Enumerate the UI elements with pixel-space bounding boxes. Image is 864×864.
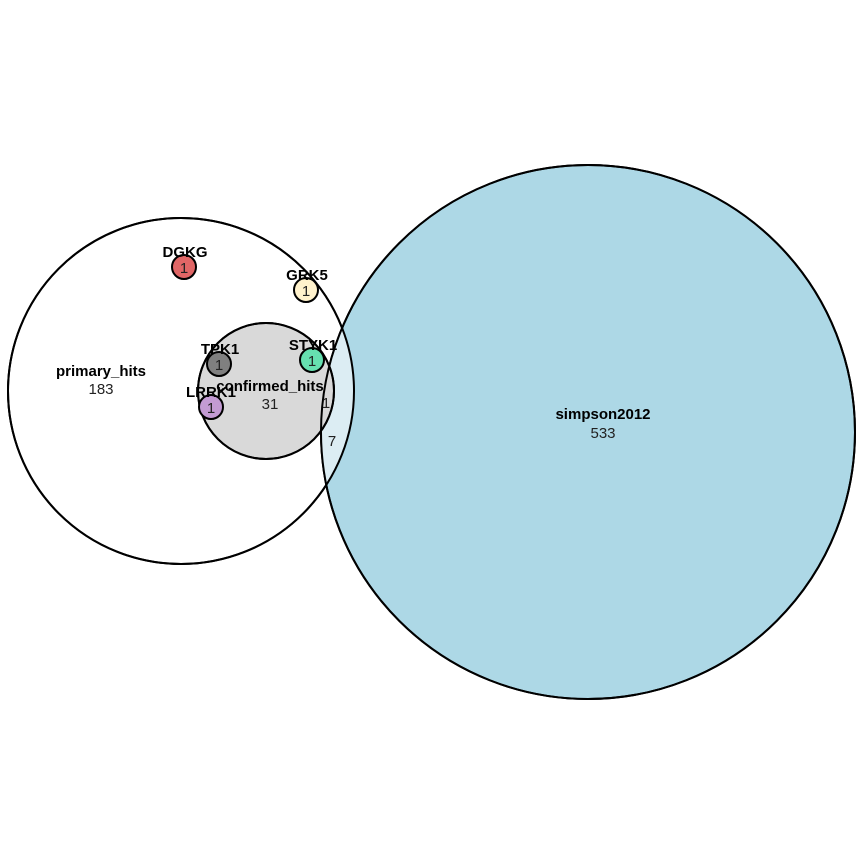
gene-tpk1-label: TPK1 xyxy=(201,341,239,358)
gene-lrrk1-count: 1 xyxy=(207,400,215,417)
gene-lrrk1-label: LRRK1 xyxy=(186,384,236,401)
gene-styk1-marker xyxy=(299,347,325,373)
set-simpson2012-circle xyxy=(320,164,856,700)
count-simpson2012: 533 xyxy=(590,425,615,442)
gene-grk5-count: 1 xyxy=(302,283,310,300)
count-confirmed-hits: 31 xyxy=(262,396,279,413)
gene-dgkg-marker xyxy=(171,254,197,280)
primary-hits-outline xyxy=(7,217,355,565)
gene-tpk1-count: 1 xyxy=(215,357,223,374)
gene-dgkg-label: DGKG xyxy=(163,244,208,261)
label-primary-hits: primary_hits xyxy=(56,363,146,380)
count-primary-hits: 183 xyxy=(88,381,113,398)
gene-dgkg-count: 1 xyxy=(180,260,188,277)
count-overlap-confirmed-simpson: 1 xyxy=(322,395,330,412)
gene-grk5-marker xyxy=(293,277,319,303)
label-simpson2012: simpson2012 xyxy=(555,406,650,423)
gene-tpk1-marker xyxy=(206,351,232,377)
gene-lrrk1-marker xyxy=(198,394,224,420)
confirmed-hits-outline xyxy=(197,322,335,460)
label-confirmed-hits: confirmed_hits xyxy=(216,378,324,395)
gene-styk1-label: STYK1 xyxy=(289,337,337,354)
gene-styk1-count: 1 xyxy=(308,353,316,370)
gene-grk5-label: GRK5 xyxy=(286,267,328,284)
count-overlap-primary-simpson: 7 xyxy=(328,433,336,450)
